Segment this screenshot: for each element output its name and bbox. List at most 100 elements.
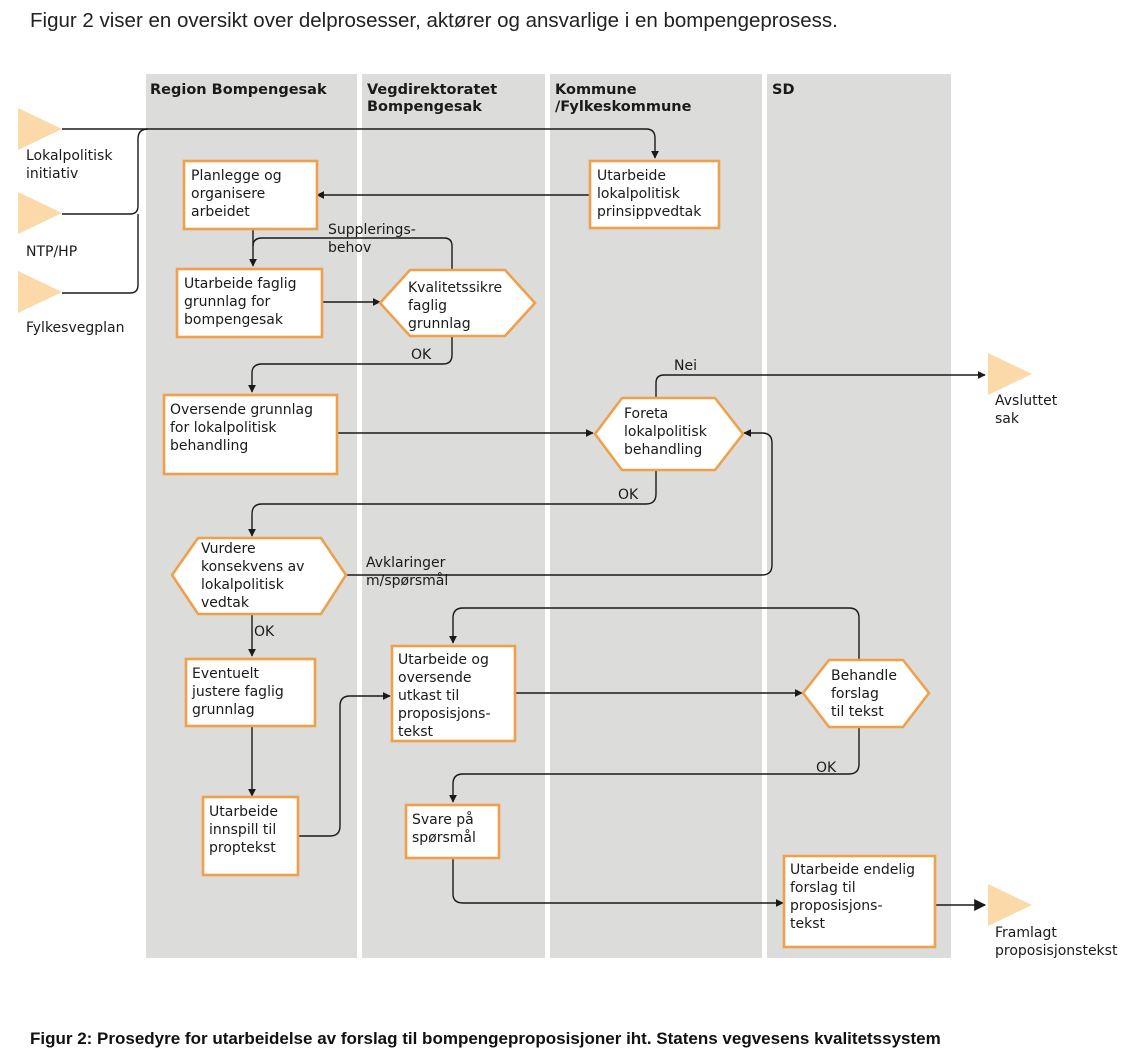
text-line: tekst <box>790 916 826 932</box>
text-line: /Fylkeskommune <box>555 99 692 115</box>
output-label-avsluttet: Avsluttet sak <box>995 393 1058 427</box>
box-utarbeide-oversende <box>390 644 517 743</box>
flow-behandle-loop <box>449 607 860 660</box>
box-endelig <box>782 854 937 949</box>
text-line: lokalpolitisk <box>624 424 708 440</box>
text-line: grunnlag for <box>184 294 271 310</box>
text-line: vedtak <box>201 595 250 611</box>
text-line: Utarbeide <box>597 168 666 184</box>
lane-sd <box>767 74 951 958</box>
intro-text: Figur 2 viser en oversikt over delproses… <box>30 9 838 32</box>
text-line: Planlegge og <box>191 168 282 184</box>
text-line: NTP/HP <box>26 244 77 260</box>
text-line: lokalpolitisk <box>597 186 681 202</box>
flow-innspill-to-utkast <box>298 692 391 837</box>
text-line: Utarbeide og <box>398 652 489 668</box>
text-line: Bompengesak <box>367 99 482 115</box>
text-line: Vurdere <box>201 541 256 557</box>
input-label-ntp: NTP/HP <box>26 244 77 260</box>
text-line: for lokalpolitisk <box>170 420 277 436</box>
text-line: forslag til <box>790 880 856 896</box>
text-line: spørsmål <box>412 829 476 846</box>
edge-label-nei: Nei <box>674 358 697 374</box>
text-line: Lokalpolitisk <box>26 148 113 164</box>
flow-svare-to-endelig <box>452 858 784 907</box>
text-line: Region Bompengesak <box>150 82 327 98</box>
text-line: sak <box>995 411 1020 427</box>
text-line: grunnlag <box>192 702 255 718</box>
box-utarbeide-faglig <box>175 267 324 339</box>
lane-title-region: Region Bompengesak <box>150 82 327 98</box>
text-line: initiativ <box>26 166 78 182</box>
box-eventuelt <box>184 657 317 728</box>
text-line: faglig <box>408 298 447 314</box>
box-planlegge-label: Planlegge og organisere arbeidet <box>191 168 282 220</box>
decision-kvalitetssikre-label: Kvalitetssikre faglig grunnlag <box>408 280 502 332</box>
text-line: Vegdirektoratet <box>367 82 497 98</box>
box-oversende-label: Oversende grunnlag for lokalpolitisk behan… <box>170 402 313 454</box>
text-line: behov <box>328 240 371 256</box>
text-line: Utarbeide faglig <box>184 276 296 292</box>
flow-foreta-ok <box>248 470 657 537</box>
figure-caption: Figur 2: Prosedyre for utarbeidelse av f… <box>30 1029 941 1048</box>
text-line: Avsluttet <box>995 393 1058 409</box>
output-triangle-avsluttet <box>988 353 1032 395</box>
lane-title-kommune: Kommune/Fylkeskommune <box>555 82 692 115</box>
text-line: Svare på <box>412 811 474 828</box>
input-triangle-lokalpolitisk <box>18 108 62 150</box>
text-line: proposisjonstekst <box>995 943 1118 959</box>
edge-label-ok-behandle: OK <box>816 760 837 776</box>
text-line: Oversende grunnlag <box>170 402 313 418</box>
edge-label-supplering: Supplerings-behov <box>328 222 416 256</box>
text-line: proptekst <box>209 840 276 856</box>
input-triangle-fylkesvegplan <box>18 271 62 313</box>
text-line: forslag <box>831 686 879 702</box>
box-utarbeide-prinsippvedtak <box>588 159 721 230</box>
edge-label-ok-foreta: OK <box>618 487 639 503</box>
flow-supplering-back <box>252 237 453 270</box>
text-line: grunnlag <box>408 316 471 332</box>
text-line: Framlagt <box>995 925 1057 941</box>
text-line: m/spørsmål <box>366 572 448 589</box>
text-line: konsekvens av <box>201 559 304 575</box>
input-label-lokalpolitisk: Lokalpolitisk initiativ <box>26 148 113 182</box>
text-line: Behandle <box>831 668 897 684</box>
decision-foreta <box>593 396 745 472</box>
input-label-fylkesvegplan: Fylkesvegplan <box>26 320 124 336</box>
text-line: tekst <box>398 724 434 740</box>
text-line: behandling <box>170 438 248 454</box>
flow-kvalitetssikre-ok <box>248 336 453 393</box>
box-innspill <box>201 795 300 877</box>
text-line: proposisjons- <box>398 706 491 722</box>
box-planlegge <box>182 159 319 231</box>
text-line: arbeidet <box>191 204 250 220</box>
text-line: behandling <box>624 442 702 458</box>
flow-foreta-nei <box>655 371 986 398</box>
text-line: Utarbeide endelig <box>790 862 915 878</box>
text-line: organisere <box>191 186 265 202</box>
flow-behandle-ok <box>449 727 860 803</box>
text-line: Avklaringer <box>366 555 446 571</box>
box-svare <box>404 803 501 860</box>
decision-kvalitetssikre <box>378 268 537 338</box>
output-label-framlagt: Framlagt proposisjonstekst <box>995 925 1118 959</box>
flow-ntp-join <box>62 128 149 215</box>
text-line: Kvalitetssikre <box>408 280 502 296</box>
edge-label-ok-kvalitet: OK <box>411 347 432 363</box>
text-line: Supplerings- <box>328 222 416 238</box>
text-line: Utarbeide <box>209 804 278 820</box>
text-line: utkast til <box>398 688 459 704</box>
